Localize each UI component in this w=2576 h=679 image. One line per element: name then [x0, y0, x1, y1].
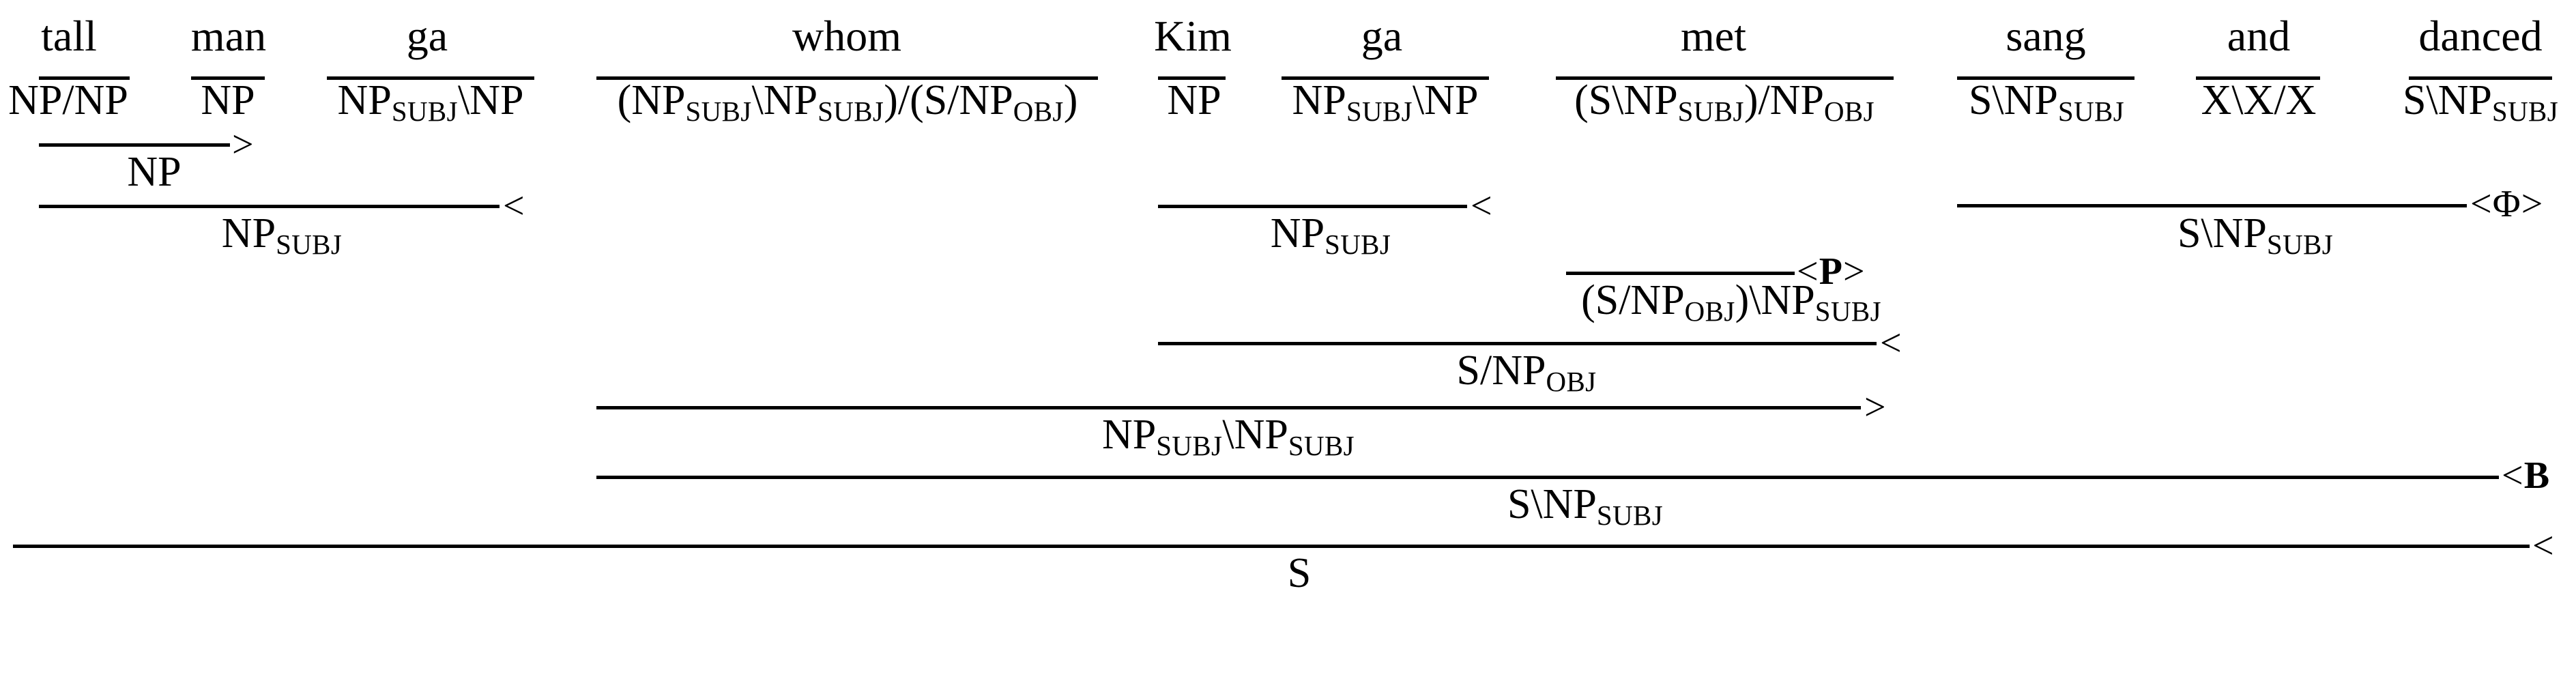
word-tall: tall	[41, 12, 97, 60]
lex-underline-tall	[39, 76, 130, 80]
word-man: man	[190, 12, 267, 60]
word-ga-2: ga	[1361, 12, 1403, 60]
category-danced: S\NPSUBJ	[2402, 77, 2559, 127]
lex-underline-danced	[2409, 76, 2552, 80]
lex-underline-kim	[1158, 76, 1226, 80]
rule-marker-backward-application-2: <	[1471, 185, 1493, 227]
rule-marker-backward-composition: <B	[2502, 454, 2551, 497]
lex-underline-and	[2196, 76, 2320, 80]
category-tall: NP/NP	[8, 77, 128, 124]
lex-underline-man	[191, 76, 265, 80]
step-result-backward-composition: S\NPSUBJ	[1507, 481, 1664, 531]
category-whom: (NPSUBJ\NPSUBJ)/(S/NPOBJ)	[617, 77, 1078, 127]
step-line-np-tall-man	[39, 143, 230, 147]
rule-marker-backward-application-1: <	[503, 185, 525, 227]
step-line-s-over-npobj	[1158, 342, 1877, 345]
category-ga-1: NPSUBJ\NP	[337, 77, 524, 127]
lex-underline-ga-1	[327, 76, 534, 80]
word-met: met	[1681, 12, 1746, 60]
step-result-np: NP	[127, 149, 182, 195]
step-line-sentence	[13, 545, 2530, 548]
step-result-coordination: S\NPSUBJ	[2177, 210, 2334, 260]
rule-marker-backward-application-3: <	[1880, 322, 1902, 364]
category-kim: NP	[1167, 77, 1221, 124]
step-result-npsubj-kim: NPSUBJ	[1270, 210, 1391, 260]
word-ga-1: ga	[406, 12, 448, 60]
rule-marker-forward-application-2: >	[1864, 386, 1887, 429]
lex-underline-met	[1556, 76, 1894, 80]
rule-marker-coordination-phi: <Φ>	[2470, 183, 2544, 225]
step-result-permutation: (S/NPOBJ)\NPSUBJ	[1581, 277, 1881, 327]
step-line-relative-clause	[596, 406, 1861, 409]
lex-underline-sang	[1957, 76, 2134, 80]
step-result-sentence: S	[1287, 550, 1312, 596]
step-result-npsubj-left: NPSUBJ	[221, 210, 343, 260]
rule-marker-forward-application-1: >	[232, 124, 255, 166]
word-kim: Kim	[1154, 12, 1232, 60]
lex-underline-whom	[596, 76, 1098, 80]
step-line-backward-composition	[596, 476, 2499, 479]
step-line-npsubj-kim	[1158, 205, 1467, 208]
category-met: (S\NPSUBJ)/NPOBJ	[1574, 77, 1875, 127]
rule-marker-backward-application-4: <	[2532, 525, 2555, 567]
rule-marker-permutation: <P>	[1797, 250, 1866, 293]
step-line-npsubj-left	[39, 205, 500, 208]
category-and: X\X/X	[2201, 77, 2317, 124]
word-whom: whom	[792, 12, 901, 60]
category-ga-2: NPSUBJ\NP	[1292, 77, 1479, 127]
category-man: NP	[201, 77, 255, 124]
step-line-coordination	[1957, 204, 2467, 207]
word-and: and	[2227, 12, 2291, 60]
category-sang: S\NPSUBJ	[1968, 77, 2125, 127]
word-danced: danced	[2418, 12, 2543, 60]
lex-underline-ga-2	[1282, 76, 1489, 80]
step-line-permutation	[1566, 272, 1795, 275]
word-sang: sang	[2006, 12, 2086, 60]
step-result-relative-clause: NPSUBJ\NPSUBJ	[1101, 411, 1355, 461]
step-result-s-over-npobj: S/NPOBJ	[1456, 347, 1597, 397]
